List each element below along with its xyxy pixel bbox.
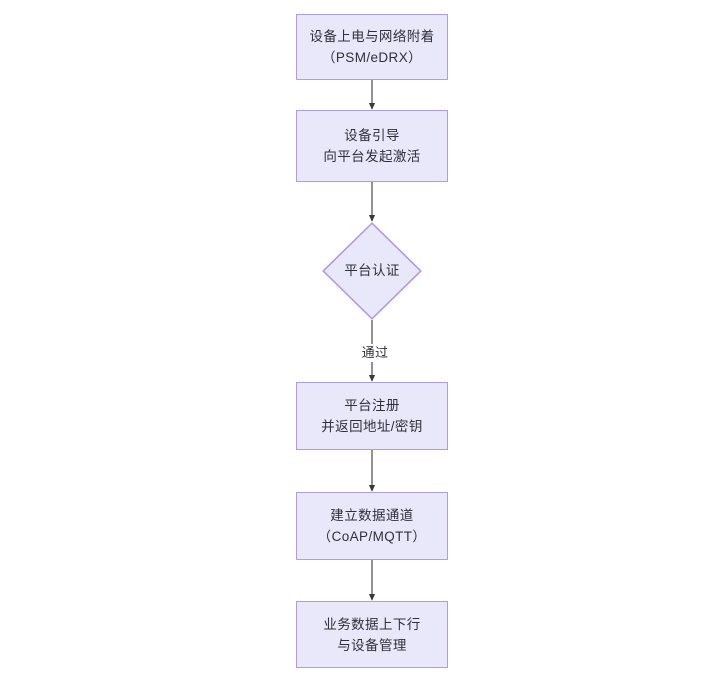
node-auth-label: 平台认证 bbox=[344, 263, 400, 278]
node-register[interactable]: 平台注册 并返回地址/密钥 bbox=[296, 382, 448, 450]
node-service-data-line1: 业务数据上下行 bbox=[323, 616, 421, 632]
edge-label-pass: 通过 bbox=[353, 344, 397, 362]
node-channel-line2: （CoAP/MQTT） bbox=[317, 529, 427, 544]
node-bootstrap-line1: 设备引导 bbox=[344, 128, 400, 143]
node-service-data-line2: 与设备管理 bbox=[337, 637, 407, 653]
node-auth-decision[interactable]: 平台认证 bbox=[322, 222, 422, 320]
node-bootstrap[interactable]: 设备引导 向平台发起激活 bbox=[296, 110, 448, 182]
node-bootstrap-line2: 向平台发起激活 bbox=[323, 149, 421, 164]
node-power-on-line1: 设备上电与网络附着 bbox=[309, 29, 435, 44]
node-channel-line1: 建立数据通道 bbox=[330, 508, 414, 523]
diamond-shape-icon bbox=[322, 222, 422, 320]
node-channel[interactable]: 建立数据通道 （CoAP/MQTT） bbox=[296, 492, 448, 560]
node-register-line1: 平台注册 bbox=[344, 398, 400, 413]
node-service-data[interactable]: 业务数据上下行 与设备管理 bbox=[296, 601, 448, 668]
node-register-line2: 并返回地址/密钥 bbox=[321, 419, 423, 434]
node-power-on[interactable]: 设备上电与网络附着 （PSM/eDRX） bbox=[296, 14, 448, 80]
node-power-on-line2: （PSM/eDRX） bbox=[321, 50, 423, 65]
